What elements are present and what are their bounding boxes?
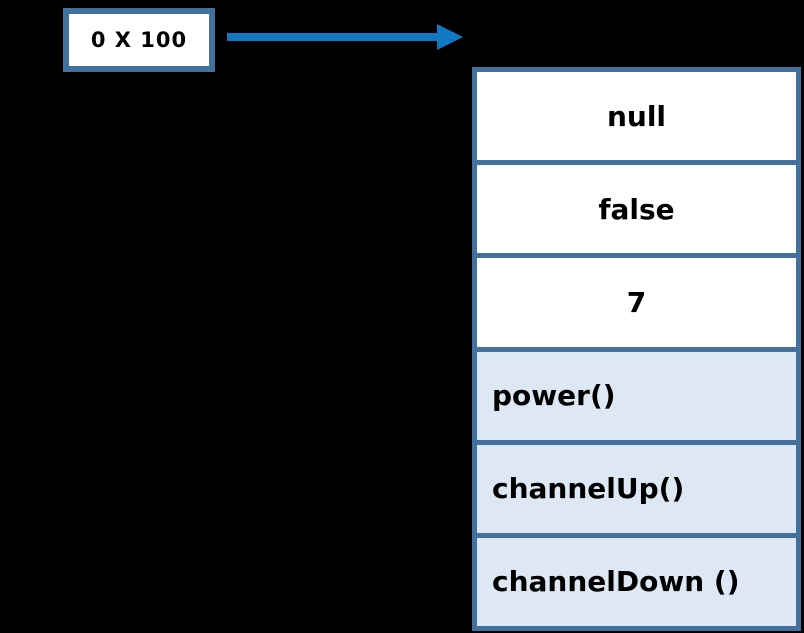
object-member-cell-property: null [477, 72, 796, 161]
memory-address-box: 0 X 100 [63, 8, 215, 72]
object-member-label: power() [492, 379, 616, 413]
object-member-cell-method: channelDown () [477, 532, 796, 627]
memory-address-label: 0 X 100 [90, 28, 188, 52]
object-member-label: false [598, 192, 675, 226]
object-member-label: 7 [626, 285, 647, 319]
object-member-label: channelDown () [492, 565, 740, 599]
arrow-right-icon [437, 24, 463, 50]
reference-arrow-shaft [227, 33, 439, 41]
object-member-cell-property: 7 [477, 253, 796, 347]
object-member-cell-method: power() [477, 346, 796, 440]
object-member-label: null [606, 99, 667, 133]
object-member-cell-method: channelUp() [477, 439, 796, 533]
object-member-cell-property: false [477, 160, 796, 254]
object-member-label: channelUp() [492, 472, 685, 506]
object-table: null false 7 power() channelUp() channel… [472, 67, 801, 631]
